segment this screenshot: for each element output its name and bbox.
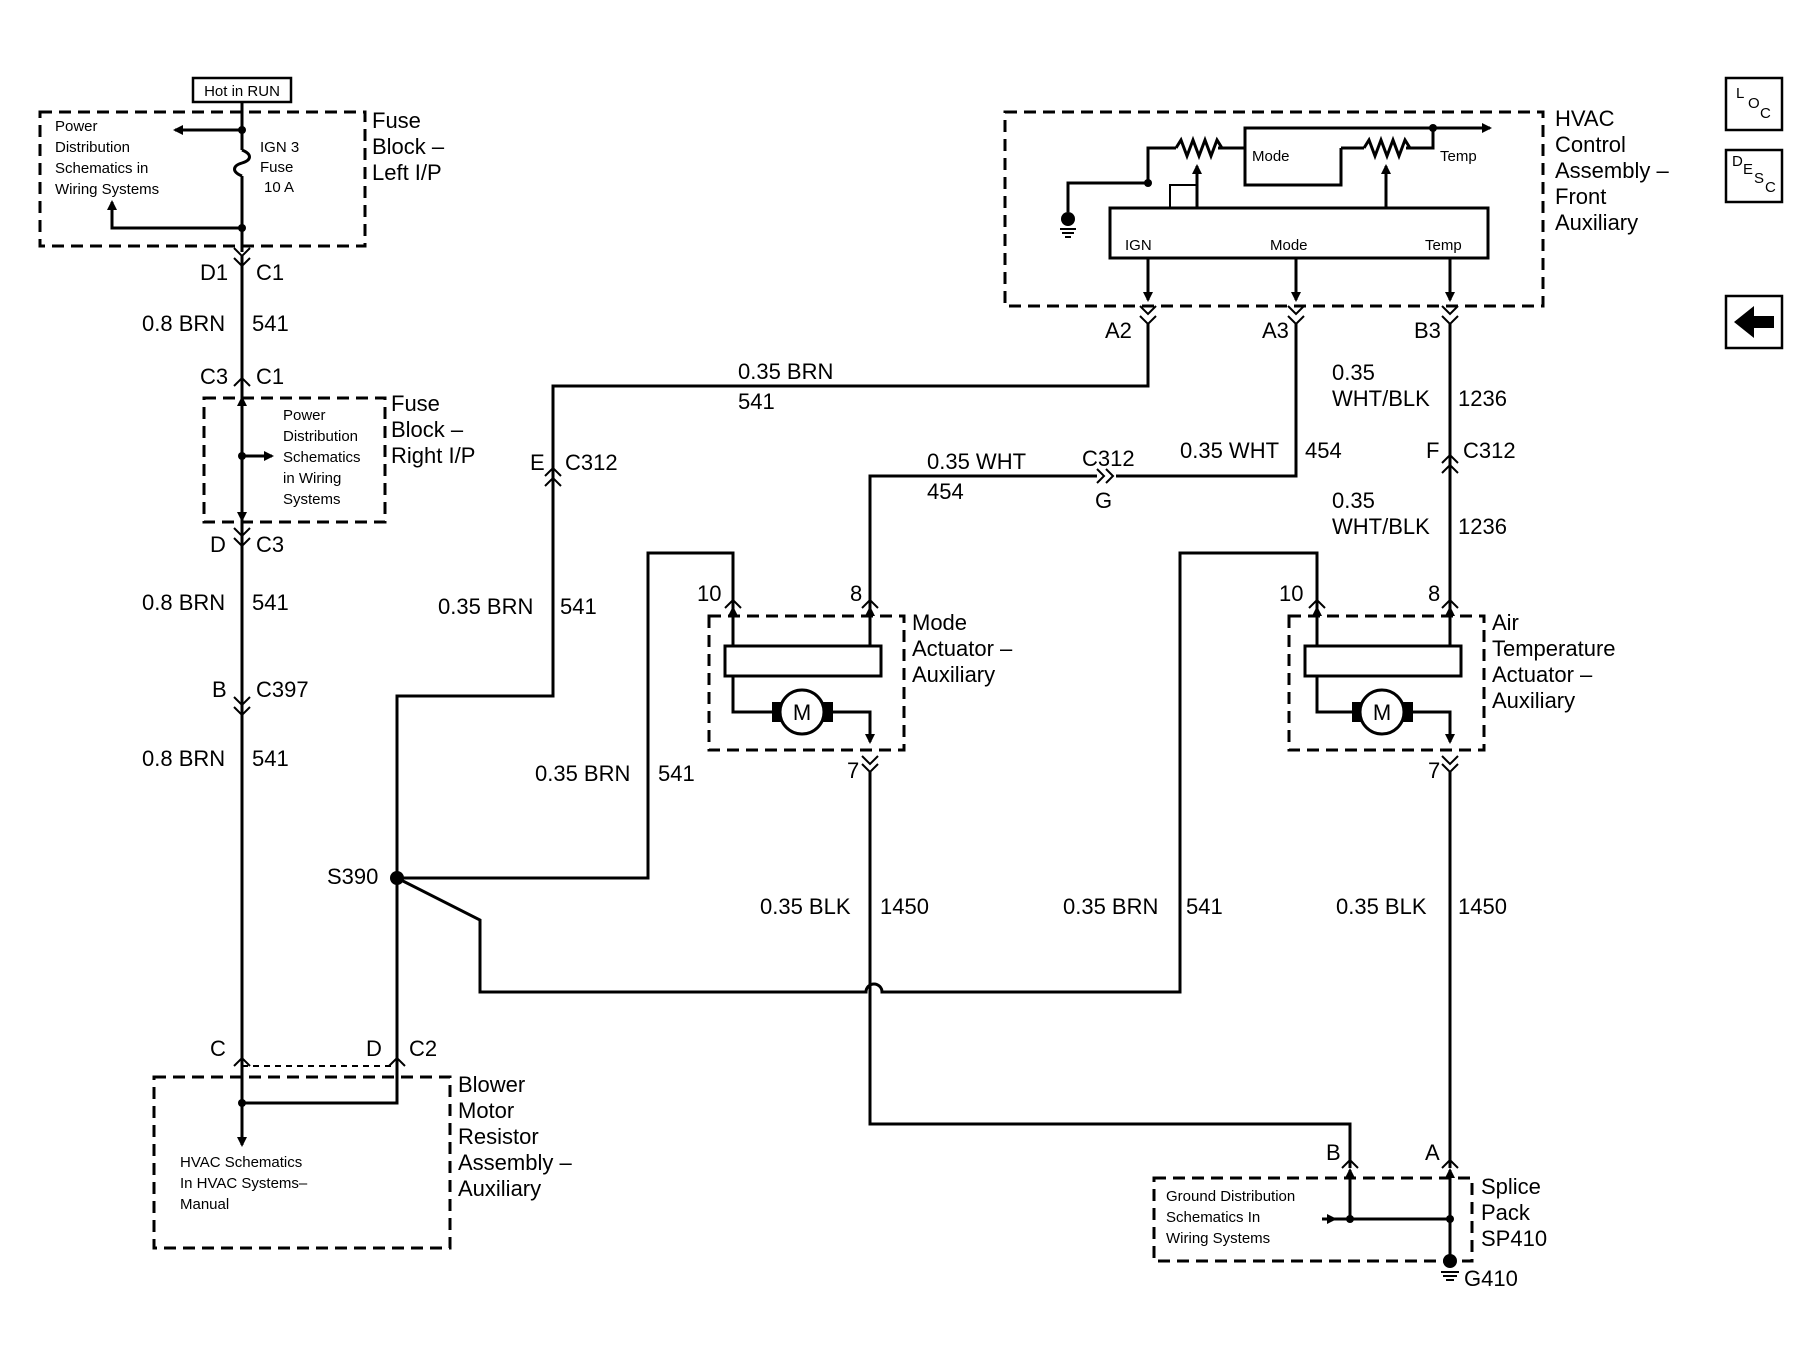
hvac-control-assembly: IGN Mode Temp Mode Temp HVAC Control Ass… — [1003, 106, 1675, 308]
svg-text:1236: 1236 — [1458, 514, 1507, 539]
svg-text:B: B — [212, 677, 227, 702]
back-arrow-icon — [1734, 306, 1774, 338]
svg-text:Mode: Mode — [1252, 148, 1290, 165]
svg-text:10: 10 — [697, 581, 721, 606]
fuse-left-title: Fuse Block – Left I/P — [372, 108, 450, 185]
wire-w1-gauge: 0.8 BRN — [142, 311, 225, 336]
conn-c3b: C3 — [256, 532, 284, 557]
svg-text:HVAC Control Assem: HVAC Control Assembly – Front Auxiliary — [1555, 106, 1675, 235]
svg-text:454: 454 — [1305, 438, 1342, 463]
svg-text:8: 8 — [850, 581, 862, 606]
svg-text:Ground Distribution Sche: Ground Distribution Schematics In Wiring… — [1166, 1188, 1299, 1247]
svg-text:B3: B3 — [1414, 318, 1441, 343]
svg-text:E: E — [530, 450, 545, 475]
conn-c3a: C3 — [200, 364, 228, 389]
svg-text:M: M — [793, 700, 811, 725]
svg-text:M: M — [1373, 700, 1391, 725]
fuse-left-note: Power Distribution Schematics in Wiring … — [55, 118, 159, 198]
svg-text:Temp: Temp — [1440, 148, 1477, 165]
splice-pack-sp410: Ground Distribution Schematics In Wiring… — [1152, 1158, 1547, 1281]
svg-text:Temp: Temp — [1425, 237, 1462, 254]
loc-button[interactable]: L O C — [1724, 76, 1784, 132]
splice-s390: S390 — [327, 864, 378, 889]
svg-text:L: L — [1736, 85, 1744, 102]
svg-text:Mode Actuator – Au: Mode Actuator – Auxiliary — [912, 610, 1018, 687]
fuse-block-right: Power Distribution Schematics in Wiring … — [202, 391, 475, 524]
svg-text:Air Temperature Ac: Air Temperature Actuator – Auxiliary — [1492, 610, 1622, 713]
svg-text:0.35 BLK: 0.35 BLK — [1336, 894, 1427, 919]
svg-text:8: 8 — [1428, 581, 1440, 606]
svg-text:0.35 WHT/BLK: 0.35 WHT/BLK — [1332, 488, 1430, 539]
svg-text:G: G — [1095, 488, 1112, 513]
svg-text:0.8 BRN: 0.8 BRN — [142, 746, 225, 771]
svg-text:C: C — [1765, 179, 1776, 196]
svg-text:C: C — [1760, 105, 1771, 122]
conn-c1b: C1 — [256, 364, 284, 389]
wire-w1-circuit: 541 — [252, 311, 289, 336]
svg-text:C: C — [210, 1036, 226, 1061]
svg-text:0.35 BRN: 0.35 BRN — [535, 761, 630, 786]
svg-text:Fuse Block – Right: Fuse Block – Right I/P — [391, 391, 475, 468]
svg-text:A: A — [1425, 1140, 1440, 1165]
svg-text:7: 7 — [847, 758, 859, 783]
svg-text:7: 7 — [1428, 758, 1440, 783]
back-arrow-button[interactable] — [1724, 294, 1784, 350]
svg-text:C2: C2 — [409, 1036, 437, 1061]
svg-text:0.35 WHT: 0.35 WHT — [927, 449, 1026, 474]
svg-text:454: 454 — [927, 479, 964, 504]
svg-text:Power Distribution: Power Distribution Schematics in Wiring … — [283, 407, 365, 508]
svg-text:0.35 BRN: 0.35 BRN — [1063, 894, 1158, 919]
conn-d: D — [210, 532, 226, 557]
svg-text:Mode: Mode — [1270, 237, 1308, 254]
svg-text:D: D — [1732, 153, 1743, 170]
conn-d1: D1 — [200, 260, 228, 285]
svg-text:10: 10 — [1279, 581, 1303, 606]
svg-text:0.8 BRN: 0.8 BRN — [142, 590, 225, 615]
mode-actuator: M Mode Actuator – Auxiliary — [707, 606, 1018, 752]
svg-text:Blower Motor Resis: Blower Motor Resistor Assembly – Auxilia… — [458, 1072, 578, 1201]
svg-text:541: 541 — [658, 761, 695, 786]
svg-text:C312: C312 — [565, 450, 618, 475]
svg-text:C312: C312 — [1082, 446, 1135, 471]
svg-text:E: E — [1743, 161, 1753, 178]
svg-text:0.35 BRN: 0.35 BRN — [738, 359, 833, 384]
svg-text:541: 541 — [1186, 894, 1223, 919]
svg-text:0.35 BRN: 0.35 BRN — [438, 594, 533, 619]
svg-text:0.35 WHT: 0.35 WHT — [1180, 438, 1279, 463]
svg-text:1450: 1450 — [880, 894, 929, 919]
svg-text:D: D — [366, 1036, 382, 1061]
svg-text:541: 541 — [560, 594, 597, 619]
conn-c1a: C1 — [256, 260, 284, 285]
svg-text:Hot in RUN: Hot in RUN — [204, 83, 280, 100]
svg-text:541: 541 — [252, 746, 289, 771]
svg-text:A2: A2 — [1105, 318, 1132, 343]
svg-text:541: 541 — [252, 590, 289, 615]
svg-text:541: 541 — [738, 389, 775, 414]
svg-text:S: S — [1754, 170, 1764, 187]
svg-text:A3: A3 — [1262, 318, 1289, 343]
svg-text:0.35 BLK: 0.35 BLK — [760, 894, 851, 919]
svg-text:B: B — [1326, 1140, 1341, 1165]
svg-text:HVAC Schematics In HVAC: HVAC Schematics In HVAC Systems– Manual — [180, 1154, 311, 1213]
svg-text:F: F — [1426, 438, 1439, 463]
desc-button[interactable]: D E S C — [1724, 148, 1784, 204]
svg-text:IGN: IGN — [1125, 237, 1152, 254]
fuse-block-left: Power Distribution Schematics in Wiring … — [38, 102, 450, 252]
svg-text:Splice Pack SP410: Splice Pack SP410 — [1481, 1174, 1547, 1251]
ground-g410: G410 — [1464, 1266, 1518, 1291]
svg-text:1450: 1450 — [1458, 894, 1507, 919]
svg-text:0.35 WHT/BLK: 0.35 WHT/BLK — [1332, 360, 1430, 411]
fuse-rating: IGN 3 Fuse 10 A — [260, 139, 303, 196]
air-temperature-actuator: M Air Temperature Actuator – Auxiliary — [1287, 606, 1622, 752]
svg-text:1236: 1236 — [1458, 386, 1507, 411]
svg-text:C397: C397 — [256, 677, 309, 702]
hot-in-run-label: Hot in RUN — [191, 76, 293, 104]
svg-text:O: O — [1748, 95, 1760, 112]
svg-text:C312: C312 — [1463, 438, 1516, 463]
blower-motor-resistor: HVAC Schematics In HVAC Systems– Manual … — [152, 1065, 578, 1250]
